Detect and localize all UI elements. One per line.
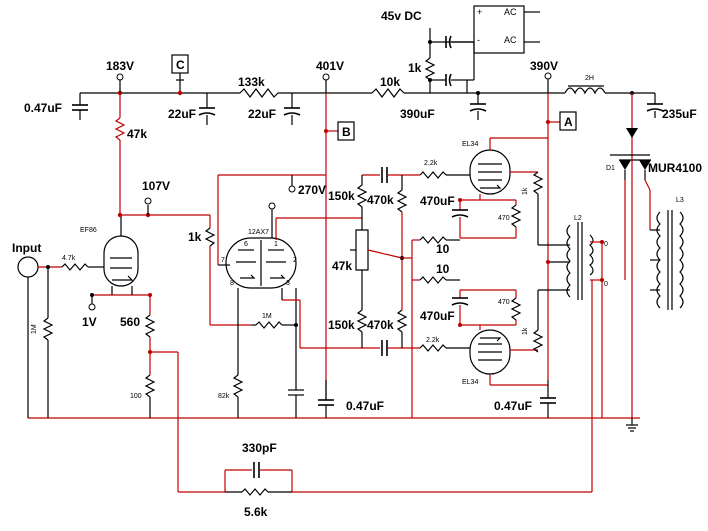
label-470uf-bot: 470uF [420,309,455,323]
label-401v: 401V [316,59,344,73]
label-c047-right: 0.47uF [494,399,532,413]
label-1k-el-top: 1k [522,187,529,195]
label-470k-bot: 470k [367,318,394,332]
l3-transformer [650,210,684,310]
bplus-rail [80,85,655,98]
label-1v: 1V [82,315,97,329]
box-ac2: AC [504,35,517,45]
label-270v: 270V [298,183,326,197]
label-390v: 390V [530,59,558,73]
label-d1: D1 [606,165,615,172]
pin-0a: 0 [604,241,608,248]
label-107v: 107V [142,179,170,193]
marker-a: A [564,115,573,129]
label-330pf: 330pF [242,441,277,455]
pin-8: 8 [230,280,234,287]
label-22uf-b: 22uF [248,107,276,121]
label-390uf: 390uF [400,107,435,121]
label-el34-bot: EL34 [462,379,478,386]
pin-0b: 0 [604,281,608,288]
label-1m-fb: 1M [262,313,272,320]
pin-3: 3 [286,280,290,287]
label-2-2k-top: 2.2k [424,160,438,167]
label-5-6k: 5.6k [244,505,268,519]
label-150k-bot: 150k [328,318,355,332]
label-82k: 82k [218,393,230,400]
label-150k-top: 150k [328,189,355,203]
label-235uf: 235uF [662,107,697,121]
label-133k: 133k [238,75,265,89]
box-minus: - [477,35,480,45]
label-input: Input [12,241,41,255]
label-470-bot: 470 [498,299,510,306]
label-1m-in: 1M [31,324,38,334]
label-el34-top: EL34 [462,141,478,148]
label-470-top: 470 [498,215,510,222]
el34-top-tube [469,149,511,195]
label-470uf-top: 470uF [420,194,455,208]
label-mur4100: MUR4100 [648,161,702,175]
label-183v: 183V [106,59,134,73]
marker-b: B [342,125,351,139]
label-45v: 45v DC [381,9,422,23]
label-47k-pot: 47k [332,259,352,273]
pin-1: 1 [274,241,278,248]
label-2-2k-bot: 2.2k [426,337,440,344]
label-10k: 10k [380,75,400,89]
label-1k-top: 1k [408,61,422,75]
label-10-bot: 10 [436,262,450,276]
pin-7: 7 [221,257,225,264]
box-plus: + [477,7,482,17]
el34-bottom-tube [469,329,511,375]
label-47k-plate: 47k [127,127,147,141]
label-1k-grid: 1k [188,230,202,244]
label-l2: L2 [574,215,582,222]
box-ac1: AC [504,7,517,17]
marker-c: C [176,58,185,72]
rectifier-box: + - AC AC [424,5,540,93]
12ax7-tube [225,237,297,289]
label-4-7k: 4.7k [62,255,76,262]
ef86-tube [103,215,139,287]
label-10-top: 10 [436,242,450,256]
label-100: 100 [130,393,142,400]
pin-2: 2 [293,257,297,264]
label-1k-el-bot: 1k [522,327,529,335]
label-22uf-a: 22uF [168,107,196,121]
label-l3: L3 [676,197,684,204]
label-ef86: EF86 [80,227,97,234]
label-560: 560 [120,315,140,329]
label-470k-top: 470k [367,193,394,207]
pin-6: 6 [244,241,248,248]
label-c047-mid: 0.47uF [346,399,384,413]
label-c047-left: 0.47uF [24,101,62,115]
l2-transformer [538,222,594,300]
label-choke: 2H [585,75,594,82]
label-12ax7: 12AX7 [248,229,269,236]
